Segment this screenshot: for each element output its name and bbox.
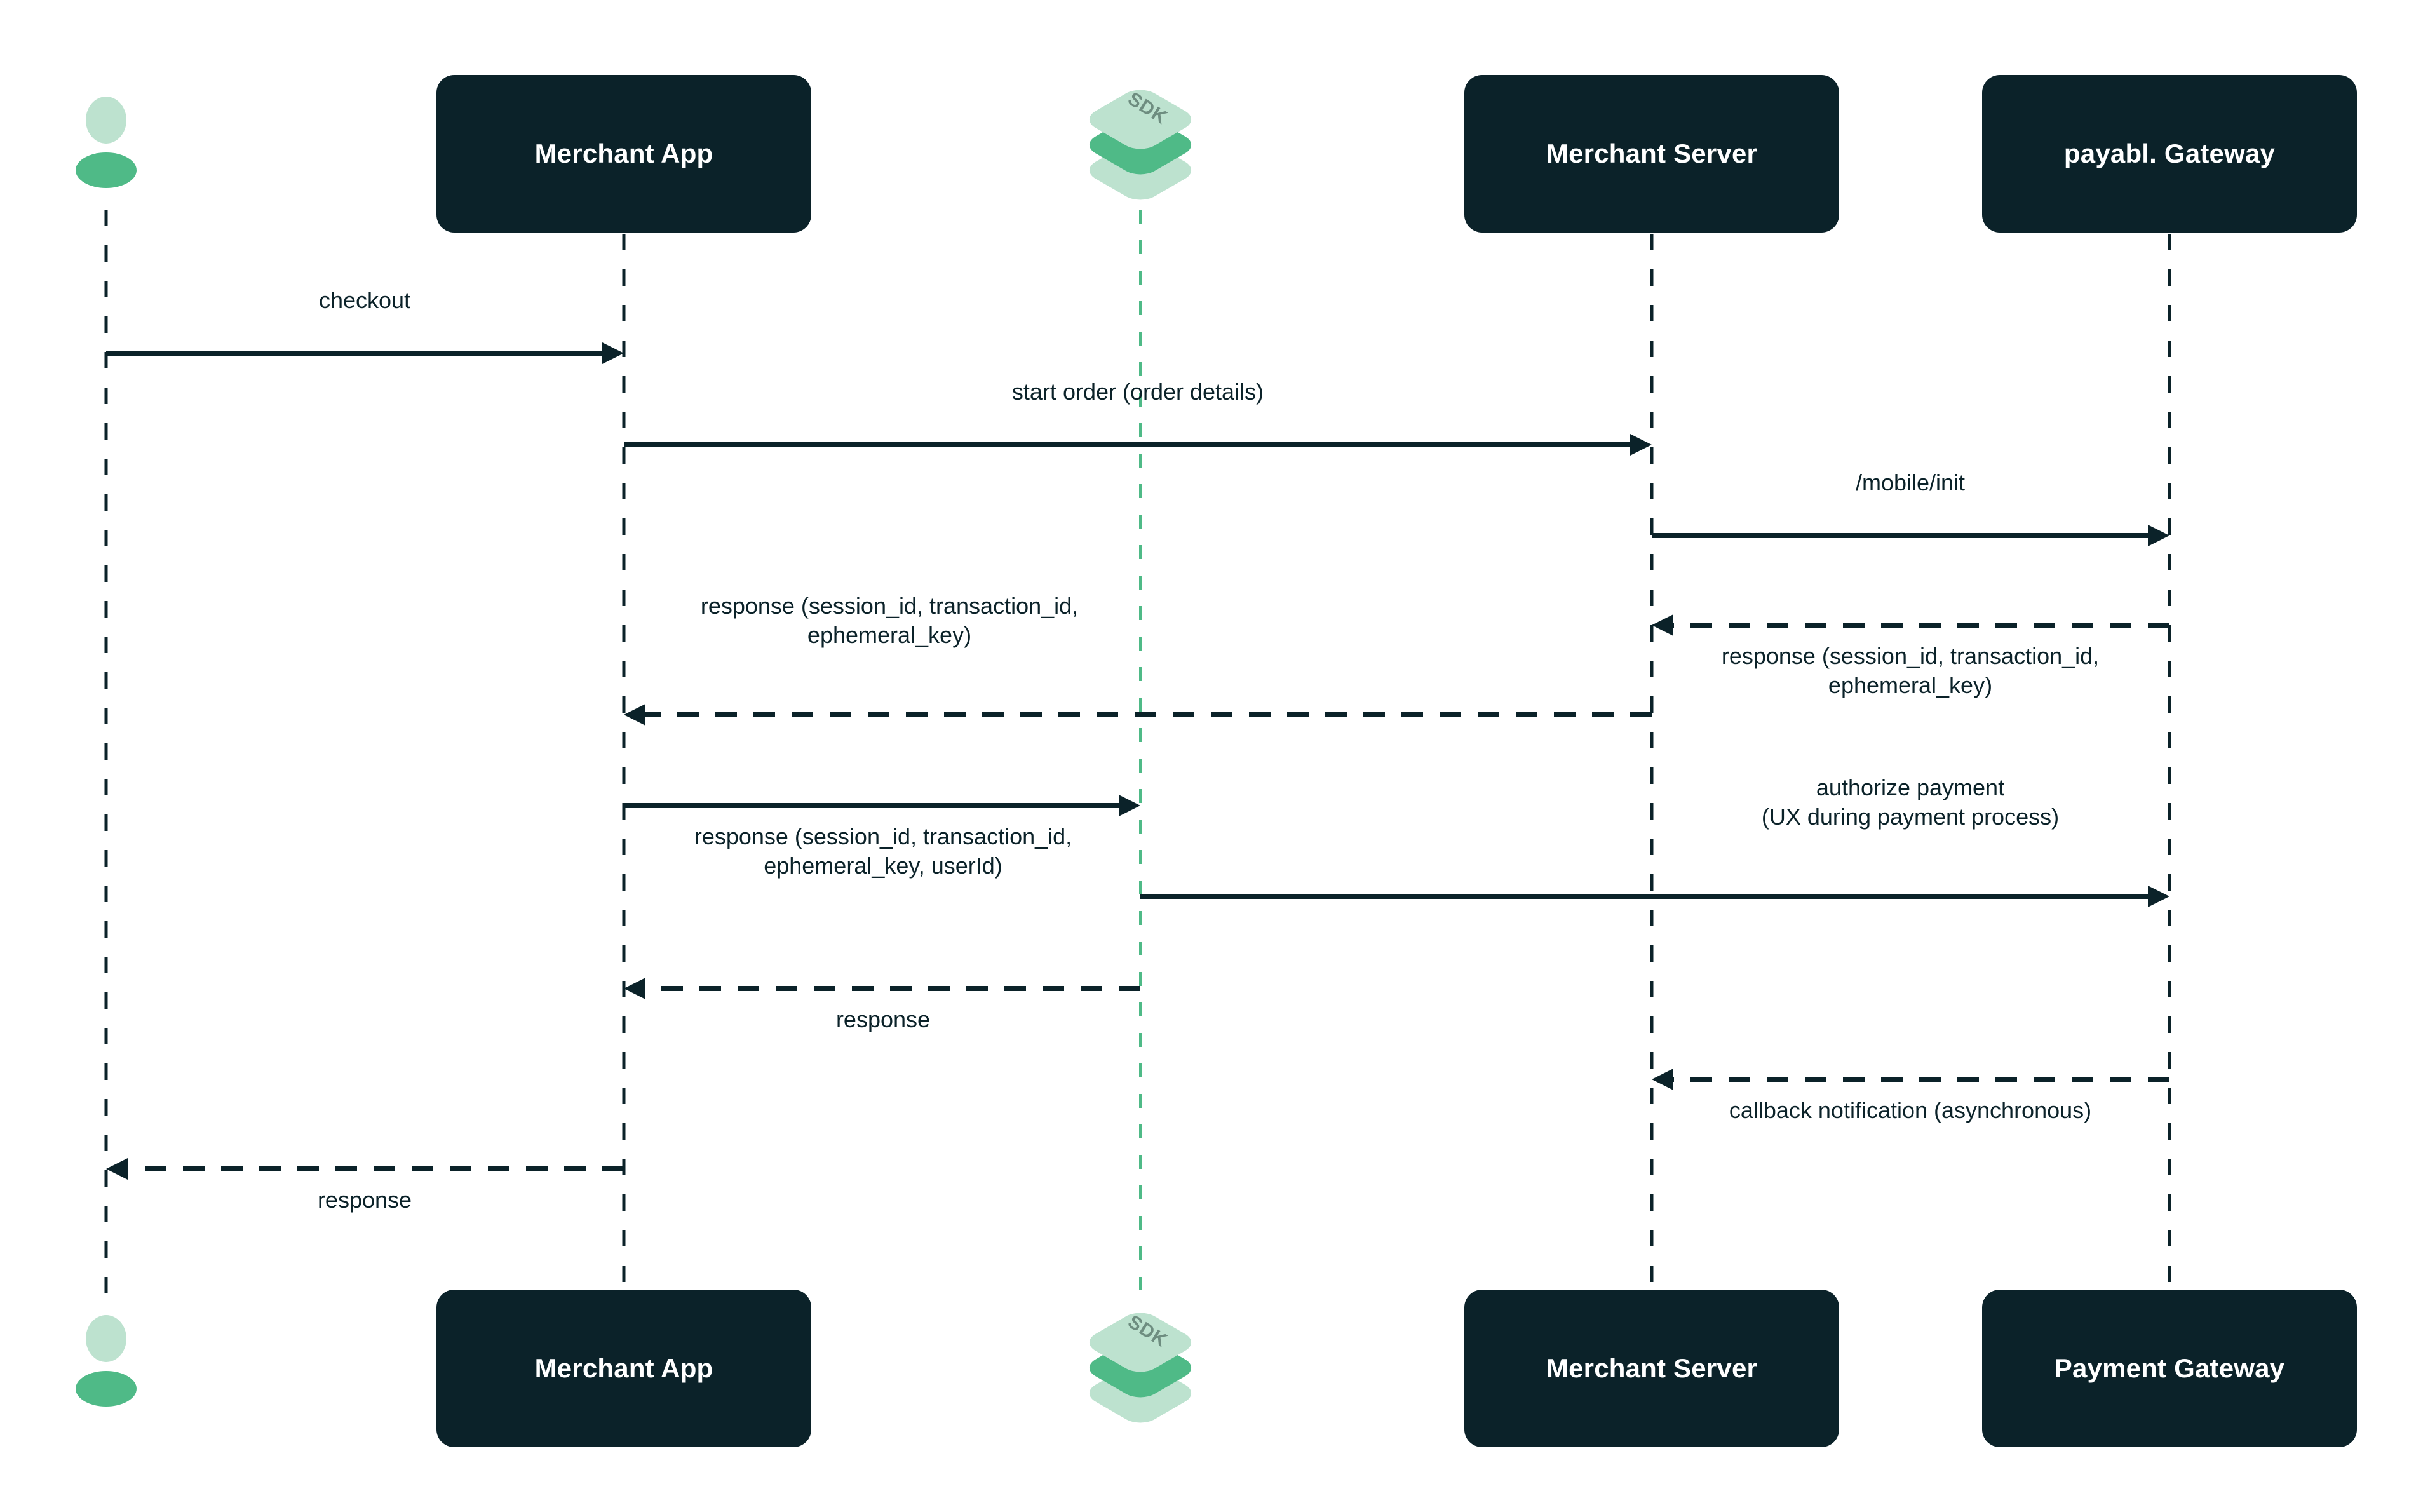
participant-box-gateway[interactable]: payabl. Gateway xyxy=(1982,75,2357,233)
arrow-head xyxy=(2148,525,2169,546)
person-icon xyxy=(68,1315,144,1417)
message-label-3: /mobile/init xyxy=(1855,469,1966,496)
sdk-layers-glyph xyxy=(1089,90,1192,200)
message-arrow-5 xyxy=(624,704,1652,726)
arrow-head xyxy=(1652,614,1673,636)
person-head xyxy=(86,1315,126,1362)
arrow-head xyxy=(1119,795,1140,816)
message-label-9: callback notification (asynchronous) xyxy=(1729,1097,2092,1123)
sdk-layers-icon: SDK xyxy=(1070,70,1210,216)
participant-box-merchant-app[interactable]: Merchant App xyxy=(436,1290,811,1447)
message-arrow-3 xyxy=(1652,525,2169,546)
arrow-head xyxy=(602,342,624,364)
participant-box-merchant-server[interactable]: Merchant Server xyxy=(1464,75,1839,233)
sdk-layers-glyph xyxy=(1089,1313,1192,1423)
arrow-head xyxy=(624,978,645,999)
message-label-6: response (session_id, transaction_id, ep… xyxy=(694,823,1072,879)
message-label-7: authorize payment (UX during payment pro… xyxy=(1761,774,2060,830)
message-arrow-7 xyxy=(1140,886,2169,907)
sdk-layers-icon: SDK xyxy=(1070,1293,1210,1439)
participant-box-merchant-server[interactable]: Merchant Server xyxy=(1464,1290,1839,1447)
arrow-head xyxy=(1630,434,1652,456)
participant-box-gateway[interactable]: Payment Gateway xyxy=(1982,1290,2357,1447)
arrow-head xyxy=(106,1158,128,1180)
person-body xyxy=(76,152,137,188)
person-icon xyxy=(68,97,144,198)
participant-label-merchant-app: Merchant App xyxy=(534,138,713,168)
message-arrow-6 xyxy=(624,795,1140,816)
arrow-head xyxy=(1652,1069,1673,1090)
participant-label-gateway: Payment Gateway xyxy=(2054,1353,2285,1383)
message-arrow-1 xyxy=(106,342,624,364)
participant-label-merchant-app: Merchant App xyxy=(534,1353,713,1383)
message-arrow-8 xyxy=(624,978,1140,999)
message-label-2: start order (order details) xyxy=(1011,379,1264,405)
participant-label-merchant-server: Merchant Server xyxy=(1546,138,1758,168)
arrow-head xyxy=(624,704,645,726)
participant-box-merchant-app[interactable]: Merchant App xyxy=(436,75,811,233)
message-arrow-2 xyxy=(624,434,1652,456)
arrow-head xyxy=(2148,886,2169,907)
message-arrow-10 xyxy=(106,1158,624,1180)
message-label-1: checkout xyxy=(318,287,411,313)
message-label-5: response (session_id, transaction_id, ep… xyxy=(700,593,1079,649)
participant-label-gateway: payabl. Gateway xyxy=(2063,138,2276,168)
message-label-10: response xyxy=(317,1187,412,1213)
participant-label-merchant-server: Merchant Server xyxy=(1546,1353,1758,1383)
person-head xyxy=(86,97,126,144)
message-label-8: response xyxy=(835,1006,931,1032)
message-label-4: response (session_id, transaction_id, ep… xyxy=(1721,643,2100,699)
message-arrow-4 xyxy=(1652,614,2169,636)
message-arrow-9 xyxy=(1652,1069,2169,1090)
person-body xyxy=(76,1371,137,1407)
